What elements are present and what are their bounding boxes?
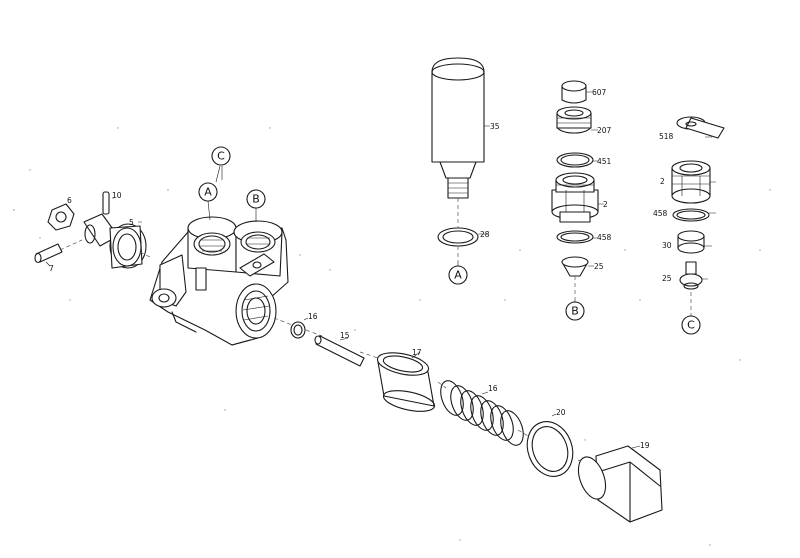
leader-lines bbox=[45, 91, 716, 449]
part-label-25-b: 25 bbox=[594, 262, 604, 271]
left-parts bbox=[34, 191, 153, 269]
callout-a-filter: A bbox=[448, 265, 468, 285]
callout-b-body: B bbox=[246, 189, 266, 209]
pump-body bbox=[149, 216, 289, 346]
callout-a-body: A bbox=[198, 182, 218, 202]
part-label-15: 15 bbox=[340, 331, 350, 340]
callout-a-body-label: A bbox=[204, 186, 212, 199]
part-labels: 6 10 5 7 16 15 17 16 20 19 35 28 607 207… bbox=[49, 88, 674, 450]
callout-a-filter-label: A bbox=[454, 269, 462, 282]
part-label-16-spring: 16 bbox=[488, 384, 498, 393]
part-label-7: 7 bbox=[49, 264, 54, 273]
part-label-2-b: 2 bbox=[603, 200, 608, 209]
part-label-5: 5 bbox=[129, 218, 134, 227]
part-label-28: 28 bbox=[480, 230, 490, 239]
part-label-207: 207 bbox=[597, 126, 612, 135]
callout-b-body-label: B bbox=[252, 193, 260, 206]
part-label-20: 20 bbox=[556, 408, 566, 417]
part-label-6: 6 bbox=[67, 196, 72, 205]
part-label-607: 607 bbox=[592, 88, 607, 97]
callout-c-valve-label: C bbox=[687, 319, 695, 332]
valve-stack-c bbox=[671, 116, 725, 314]
part-label-35: 35 bbox=[490, 122, 500, 131]
callout-b-valve-label: B bbox=[571, 305, 579, 318]
spring bbox=[440, 380, 524, 446]
valve-stack-b bbox=[551, 80, 599, 300]
part-label-17: 17 bbox=[412, 348, 422, 357]
part-label-458-c: 458 bbox=[653, 209, 668, 218]
scan-specks bbox=[13, 127, 771, 546]
filter-cartridge bbox=[431, 57, 485, 262]
callout-b-valve: B bbox=[565, 301, 585, 321]
part-label-451: 451 bbox=[597, 157, 612, 166]
part-label-458-b: 458 bbox=[597, 233, 612, 242]
part-label-30: 30 bbox=[662, 241, 672, 250]
part-label-2-c: 2 bbox=[660, 177, 665, 186]
callout-c-body-label: C bbox=[217, 150, 225, 163]
part-label-19: 19 bbox=[640, 441, 650, 450]
part-label-16-ring: 16 bbox=[308, 312, 318, 321]
callout-c-valve: C bbox=[681, 315, 701, 335]
lower-assembly bbox=[273, 317, 663, 523]
callout-c-body: C bbox=[211, 146, 231, 166]
part-label-10: 10 bbox=[112, 191, 122, 200]
part-label-25-c: 25 bbox=[662, 274, 672, 283]
part-label-518: 518 bbox=[659, 132, 674, 141]
